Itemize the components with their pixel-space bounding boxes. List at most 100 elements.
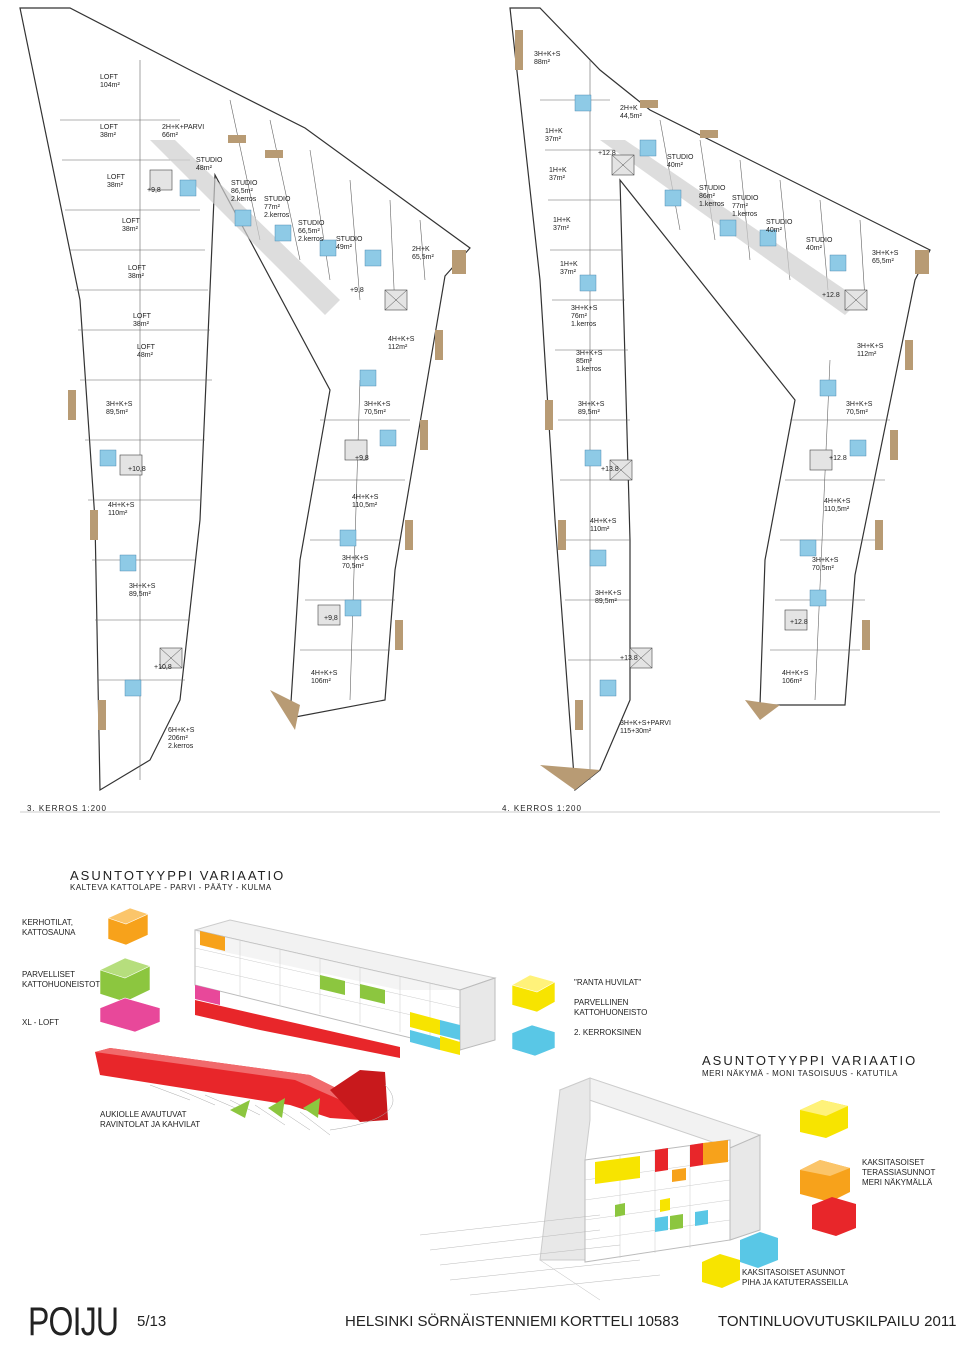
unit-label: 3H+K+S 65,5m² xyxy=(872,250,899,265)
unit-label: 3H+K+S 70,5m² xyxy=(364,401,391,416)
unit-label: 3H+K+S 70,5m² xyxy=(846,401,873,416)
plan-3-outline xyxy=(19,7,471,792)
legend-label: PARVELLISET KATTOHUONEISTOT xyxy=(22,970,101,989)
unit-label: 3H+K+S 89,5m² xyxy=(106,401,133,416)
unit-label: LOFT 38m² xyxy=(100,124,118,139)
unit-label: STUDIO 86,5m² 2.kerros xyxy=(231,180,258,203)
brand-logo: POIJU xyxy=(28,1300,119,1344)
unit-label: LOFT 38m² xyxy=(107,174,125,189)
balconies xyxy=(68,30,929,730)
legend-block-yellow-2 xyxy=(800,1100,848,1138)
legend-block-orange-2 xyxy=(800,1160,850,1202)
unit-label: STUDIO 40m² xyxy=(667,154,694,169)
level-mark: +13.8 xyxy=(620,655,638,662)
legend-label: KAKSITASOISET TERASSIASUNNOT MERI NÄKYMÄ… xyxy=(862,1158,936,1187)
unit-label: 2H+K 44,5m² xyxy=(620,105,642,120)
unit-label: 4H+K+S 106m² xyxy=(311,670,338,685)
level-mark: +12.8 xyxy=(598,150,616,157)
legend-label: "RANTA HUVILAT" PARVELLINEN KATTOHUONEIS… xyxy=(574,978,648,1017)
level-mark: +10,8 xyxy=(154,664,172,671)
building-1 xyxy=(194,919,497,1058)
unit-label: 3H+K+S 112m² xyxy=(857,343,884,358)
unit-label: 4H+K+S 110m² xyxy=(590,518,617,533)
unit-label: LOFT 38m² xyxy=(133,313,151,328)
level-mark: +12.8 xyxy=(829,455,847,462)
legend-label: AUKIOLLE AVAUTUVAT RAVINTOLAT JA KAHVILA… xyxy=(100,1110,201,1129)
legend-label: KAKSITASOISET ASUNNOT PIHA JA KATUTERASS… xyxy=(742,1268,849,1287)
unit-label: 4H+K+S 106m² xyxy=(782,670,809,685)
building-2 xyxy=(539,1077,762,1263)
unit-label: STUDIO 77m² 1.kerros xyxy=(732,195,759,218)
legend-block-magenta xyxy=(99,997,161,1033)
unit-label: 3H+K+S 89,5m² xyxy=(578,401,605,416)
tree-wedges xyxy=(230,1098,320,1118)
level-mark: +12.8 xyxy=(790,619,808,626)
plan-4-caption: 4. KERROS 1:200 xyxy=(502,804,582,813)
unit-label: 4H+K+S 110,5m² xyxy=(824,498,851,513)
legend-label: KERHOTILAT, KATTOSAUNA xyxy=(22,918,76,937)
unit-label: STUDIO 40m² xyxy=(766,219,793,234)
unit-label: LOFT 48m² xyxy=(137,344,155,359)
plan-4-partitions xyxy=(540,60,890,780)
variation-1-subtitle: KALTEVA KATTOLAPE - PARVI - PÄÄTY - KULM… xyxy=(70,883,272,892)
unit-label: 3H+K+S 70,5m² xyxy=(812,557,839,572)
core-crosses xyxy=(159,154,868,669)
unit-label: 1H+K 37m² xyxy=(553,217,571,232)
unit-label: 4H+K+S 110m² xyxy=(108,502,135,517)
unit-label: 1H+K 37m² xyxy=(549,167,567,182)
end-balconies xyxy=(270,690,780,790)
unit-label: 4H+K+S 110,5m² xyxy=(352,494,379,509)
unit-label: 1H+K 37m² xyxy=(545,128,563,143)
level-mark: +9,8 xyxy=(355,455,369,462)
legend-block-yellow xyxy=(511,974,556,1013)
legend-block-cyan xyxy=(511,1024,556,1057)
footer-block: KORTTELI 10583 xyxy=(560,1313,679,1330)
legend-block-red-2 xyxy=(812,1197,856,1236)
level-mark: +9,8 xyxy=(350,287,364,294)
unit-label: 3H+K+S 76m² 1.kerros xyxy=(571,305,598,328)
footer: POIJU 5/13 HELSINKI SÖRNÄISTENNIEMI KORT… xyxy=(0,1300,960,1344)
variation-2-title: ASUNTOTYYPPI VARIAATIO xyxy=(702,1053,918,1068)
level-mark: +10,8 xyxy=(128,466,146,473)
unit-label: 3H+K+S+PARVI 115+30m² xyxy=(620,720,671,735)
legend-label: 2. KERROKSINEN xyxy=(574,1028,642,1037)
unit-label: 2H+K+PARVI 66m² xyxy=(162,124,205,139)
unit-label: STUDIO 49m² xyxy=(336,236,363,251)
footer-place: HELSINKI SÖRNÄISTENNIEMI xyxy=(345,1313,557,1330)
street-lines xyxy=(149,1084,394,1136)
unit-label: STUDIO 40m² xyxy=(806,237,833,252)
unit-label: LOFT 38m² xyxy=(122,218,140,233)
unit-label: LOFT 104m² xyxy=(100,74,120,89)
legend-block-orange xyxy=(107,907,149,946)
unit-label: 4H+K+S 112m² xyxy=(388,336,415,351)
unit-label: 2H+K 65,5m² xyxy=(412,246,434,261)
terrace-steps xyxy=(419,1214,661,1301)
plan-3-corridor xyxy=(150,140,340,315)
wet-rooms xyxy=(99,94,867,697)
unit-label: 6H+K+S 206m² 2.kerros xyxy=(168,727,195,750)
unit-label: STUDIO 66,5m² 2.kerros xyxy=(298,220,325,243)
level-mark: +9,8 xyxy=(324,615,338,622)
unit-label: 3H+K+S 70,5m² xyxy=(342,555,369,570)
legend-block-cyan-2 xyxy=(740,1232,778,1268)
unit-label: STUDIO 48m² xyxy=(196,157,223,172)
legend-block-green xyxy=(99,957,151,1003)
unit-label: 3H+K+S 89,5m² xyxy=(595,590,622,605)
legend-block-yellow-3 xyxy=(702,1254,740,1288)
variation-1-title: ASUNTOTYYPPI VARIAATIO xyxy=(70,868,286,883)
unit-label: STUDIO 86m² 1.kerros xyxy=(699,185,726,208)
level-mark: +12.8 xyxy=(822,292,840,299)
level-mark: +9,8 xyxy=(147,187,161,194)
variation-2-subtitle: MERI NÄKYMÄ - MONI TASOISUUS - KATUTILA xyxy=(702,1069,898,1078)
unit-label: 3H+K+S 89,5m² xyxy=(129,583,156,598)
unit-label: 3H+K+S 85m² 1.kerros xyxy=(576,350,603,373)
red-ground-floor xyxy=(95,1048,388,1122)
legend-label: XL - LOFT xyxy=(22,1018,60,1027)
page-number: 5/13 xyxy=(137,1313,167,1330)
footer-competition: TONTINLUOVUTUSKILPAILU 2011 xyxy=(718,1313,957,1330)
unit-label: 1H+K 37m² xyxy=(560,261,578,276)
unit-label: 3H+K+S 88m² xyxy=(534,51,561,66)
plan-3-caption: 3. KERROS 1:200 xyxy=(27,804,107,813)
